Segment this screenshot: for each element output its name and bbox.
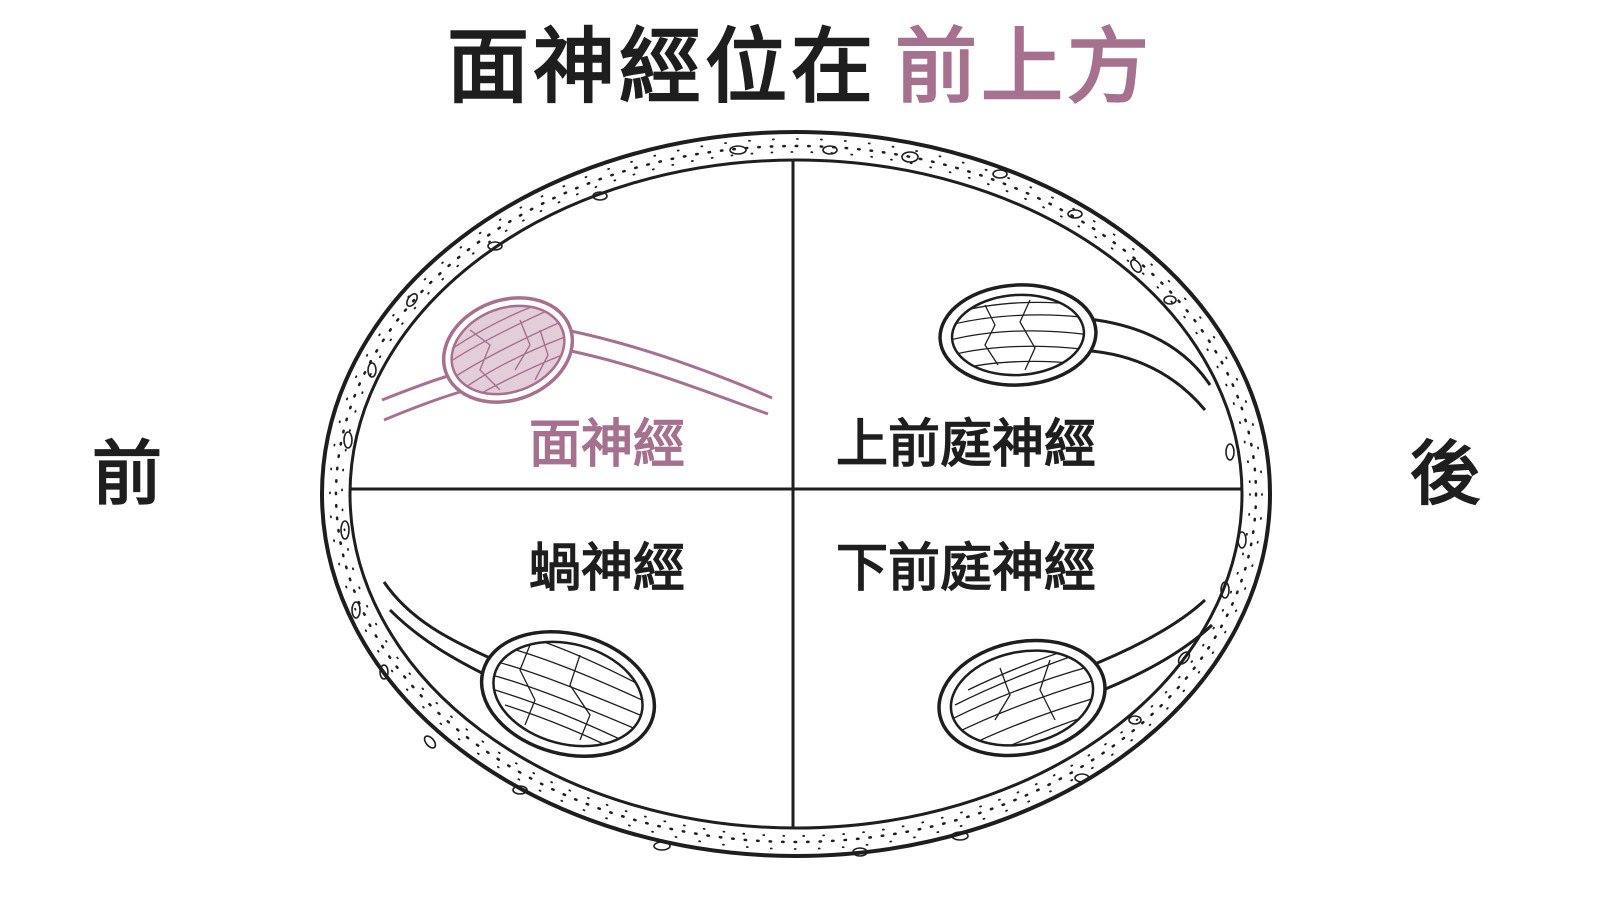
inferior-vestibular-label: 下前庭神經: [836, 539, 1096, 599]
label-back: 後: [1410, 433, 1480, 515]
cochlear-nerve: 蝸神經: [382, 539, 685, 759]
diagram-title: 面神經位在前上方: [0, 18, 1600, 118]
title-highlight: 前上方: [895, 20, 1154, 115]
label-front: 前: [92, 433, 162, 515]
canal-wall: [320, 130, 1272, 858]
inferior-vestibular-nerve: 下前庭神經: [836, 539, 1214, 758]
superior-vestibular-nerve: 上前庭神經: [836, 283, 1212, 475]
superior-vestibular-label: 上前庭神經: [836, 415, 1096, 475]
facial-nerve: 面神經: [381, 296, 773, 475]
title-prefix: 面神經位在: [446, 20, 877, 115]
facial-nerve-label: 面神經: [529, 415, 685, 475]
cochlear-nerve-label: 蝸神經: [529, 539, 685, 599]
